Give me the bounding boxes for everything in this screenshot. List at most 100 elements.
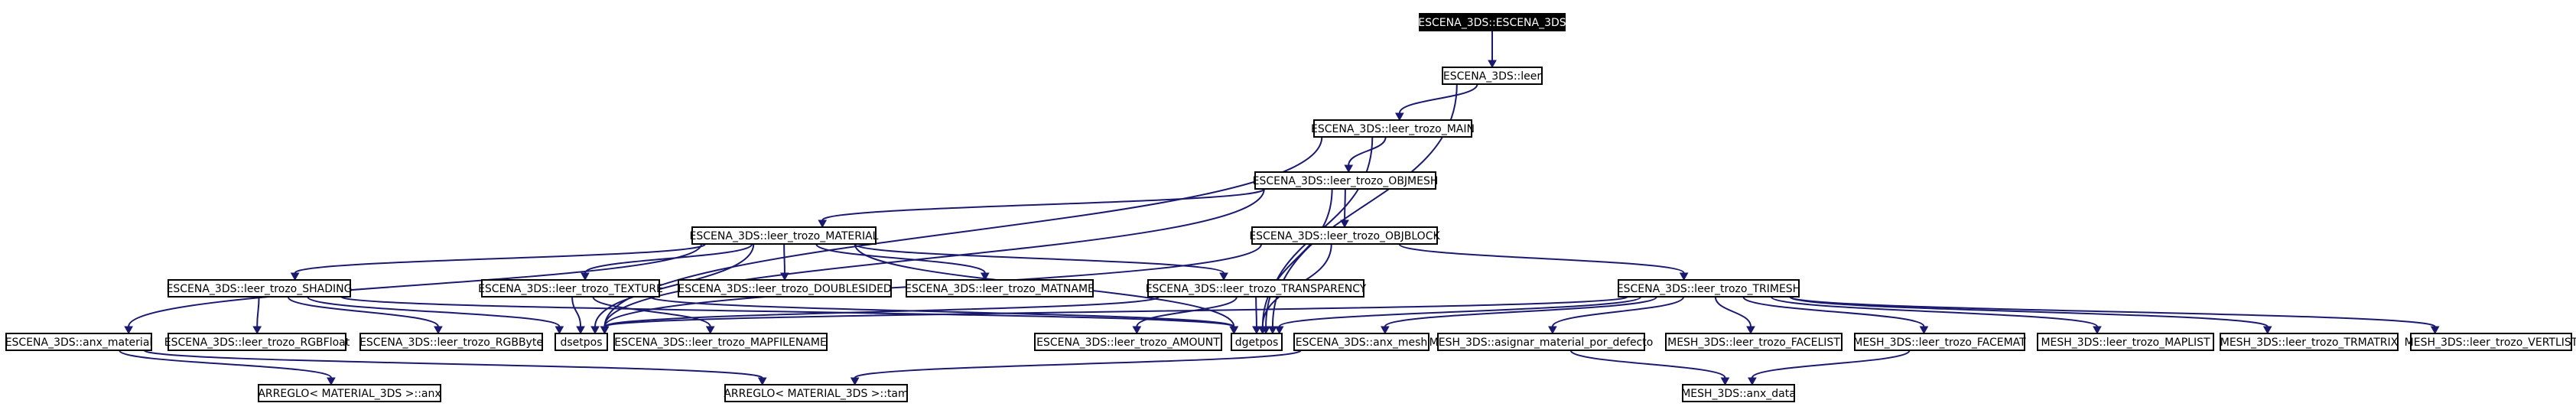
arrowhead-objmesh-to-material [818,220,828,229]
edge-objmesh-to-dsetpos [603,188,1265,327]
svg-text:dgetpos: dgetpos [1235,337,1279,349]
edge-material-to-anx_material [128,243,702,327]
svg-text:ESCENA_3DS::leer_trozo_OBJMESH: ESCENA_3DS::leer_trozo_OBJMESH [1253,175,1439,187]
arrowhead-facemat-to-anx_data [1748,377,1757,386]
node-leer-trozo-rgbbyte[interactable]: ESCENA_3DS::leer_trozo_RGBByte [359,333,543,351]
edge-trimesh-to-dgetpos [1278,296,1642,327]
node-leer-trozo-main[interactable]: ESCENA_3DS::leer_trozo_MAIN [1311,119,1475,138]
svg-text:ESCENA_3DS::leer_trozo_MATNAME: ESCENA_3DS::leer_trozo_MATNAME [905,283,1094,295]
node-escena-3ds-constructor[interactable]: ESCENA_3DS::ESCENA_3DS [1418,13,1566,31]
arrowhead-anx_material-to-arreglo_anx [327,377,336,386]
node-leer-trozo-objblock[interactable]: ESCENA_3DS::leer_trozo_OBJBLOCK [1249,226,1440,245]
edge-main-to-objmesh [1348,136,1387,166]
node-leer-trozo-texture[interactable]: ESCENA_3DS::leer_trozo_TEXTURE [478,279,663,298]
node-asignar-material-por-defecto[interactable]: MESH_3DS::asignar_material_por_defecto [1429,333,1654,351]
node-leer[interactable]: ESCENA_3DS::leer [1442,67,1543,85]
edge-anx_material-to-arreglo_anx [119,350,332,379]
arrowhead-trimesh-to-facelist [1746,326,1755,335]
svg-text:ESCENA_3DS::anx_mesh: ESCENA_3DS::anx_mesh [1296,337,1428,349]
svg-text:ESCENA_3DS::leer_trozo_TEXTURE: ESCENA_3DS::leer_trozo_TEXTURE [478,283,663,295]
edge-material-to-shading [294,243,707,274]
edge-asignar-to-anx_data [1569,350,1726,379]
edge-objmesh-to-dgetpos [1261,188,1333,327]
svg-text:ESCENA_3DS::leer_trozo_DOUBLES: ESCENA_3DS::leer_trozo_DOUBLESIDED [678,283,891,295]
edge-material-to-doublesided [783,243,785,274]
svg-text:MESH_3DS::leer_trozo_VERTLIST: MESH_3DS::leer_trozo_VERTLIST [2405,337,2576,349]
arrowhead-material-to-doublesided [780,272,789,281]
arrowhead-material-to-matname [980,272,990,281]
node-leer-trozo-trimesh[interactable]: ESCENA_3DS::leer_trozo_TRIMESH [1617,279,1800,298]
node-leer-trozo-transparency[interactable]: ESCENA_3DS::leer_trozo_TRANSPARENCY [1146,279,1367,298]
arrowhead-material-to-transparency [1219,272,1228,281]
arrowhead-trimesh-to-maplist [2093,326,2102,335]
node-mesh-leer-trozo-facemat[interactable]: MESH_3DS::leer_trozo_FACEMAT [1853,333,2026,351]
arrowhead-material-to-dsetpos [590,326,600,335]
arrowhead-trimesh-to-asignar [1548,326,1557,335]
edge-shading-to-rgbbyte [287,296,439,327]
edge-objmesh-to-material [821,188,1265,221]
arrowhead-asignar-to-anx_data [1720,377,1730,386]
arrowhead-transparency-to-amount [1132,326,1142,335]
node-leer-trozo-matname[interactable]: ESCENA_3DS::leer_trozo_MATNAME [905,279,1094,298]
node-dsetpos[interactable]: dsetpos [555,333,608,351]
arrowhead-root-to-leer [1488,60,1497,69]
arrowhead-texture-to-dgetpos [1229,326,1239,335]
arrowhead-objblock-to-dgetpos [1257,326,1267,335]
node-mesh-leer-trozo-maplist[interactable]: MESH_3DS::leer_trozo_MAPLIST [2037,333,2214,351]
arrowhead-texture-to-dsetpos [576,326,585,335]
node-mesh-anx-data[interactable]: MESH_3DS::anx_data [1681,384,1796,402]
edge-trimesh-to-asignar [1551,296,1685,327]
arrowhead-shading-to-rgbfloat [252,326,262,335]
svg-text:dsetpos: dsetpos [560,337,602,349]
node-leer-trozo-shading[interactable]: ESCENA_3DS::leer_trozo_SHADING [167,279,353,298]
node-leer-trozo-amount[interactable]: ESCENA_3DS::leer_trozo_AMOUNT [1034,333,1222,351]
node-leer-trozo-objmesh[interactable]: ESCENA_3DS::leer_trozo_OBJMESH [1253,171,1439,190]
arrowhead-material-to-texture [581,272,590,281]
svg-text:ESCENA_3DS::anx_material: ESCENA_3DS::anx_material [5,337,153,349]
arrowhead-anx_mesh-to-arreglo_tam [850,377,860,386]
arrowhead-texture-to-mapfilename [705,326,715,335]
edge-transparency-to-dsetpos [603,296,1160,327]
svg-text:MESH_3DS::asignar_material_por: MESH_3DS::asignar_material_por_defecto [1429,337,1654,349]
arrowhead-trimesh-to-facemat [1919,326,1929,335]
edge-material-to-transparency [854,243,1225,274]
arrowhead-shading-to-rgbbyte [434,326,443,335]
arrowhead-trimesh-to-anx_mesh [1381,326,1390,335]
node-leer-trozo-rgbfloat[interactable]: ESCENA_3DS::leer_trozo_RGBFloat [164,333,350,351]
svg-text:ARREGLO< MATERIAL_3DS >::tam: ARREGLO< MATERIAL_3DS >::tam [724,388,908,400]
svg-text:ESCENA_3DS::leer_trozo_RGBByte: ESCENA_3DS::leer_trozo_RGBByte [359,337,543,349]
node-dgetpos[interactable]: dgetpos [1231,333,1283,351]
arrowhead-trimesh-to-dsetpos [600,326,610,335]
node-leer-trozo-doublesided[interactable]: ESCENA_3DS::leer_trozo_DOUBLESIDED [678,279,892,298]
svg-text:ESCENA_3DS::leer_trozo_TRIMESH: ESCENA_3DS::leer_trozo_TRIMESH [1617,283,1800,295]
node-arreglo-tam[interactable]: ARREGLO< MATERIAL_3DS >::tam [724,384,909,402]
edge-material-to-texture [584,243,753,274]
node-anx-material[interactable]: ESCENA_3DS::anx_material [5,333,153,351]
arrowhead-material-to-shading [290,272,300,281]
edge-trimesh-to-trmatrix [1789,296,2269,327]
node-mesh-leer-trozo-trmatrix[interactable]: MESH_3DS::leer_trozo_TRMATRIX [2220,333,2399,351]
arrowhead-leer-to-dgetpos [1268,326,1277,335]
node-anx-mesh[interactable]: ESCENA_3DS::anx_mesh [1293,333,1429,351]
edge-material-to-dsetpos [594,243,755,327]
edge-trimesh-to-anx_mesh [1384,296,1657,327]
edge-shading-to-dgetpos [340,296,1235,327]
arrowhead-shading-to-dsetpos [555,326,564,335]
svg-text:ESCENA_3DS::leer_trozo_OBJBLOC: ESCENA_3DS::leer_trozo_OBJBLOCK [1249,230,1440,242]
svg-text:MESH_3DS::leer_trozo_FACEMAT: MESH_3DS::leer_trozo_FACEMAT [1853,337,2026,349]
svg-text:ARREGLO< MATERIAL_3DS >::anx: ARREGLO< MATERIAL_3DS >::anx [258,388,441,400]
edge-texture-to-dgetpos [649,296,1235,327]
node-arreglo-anx[interactable]: ARREGLO< MATERIAL_3DS >::anx [258,384,441,402]
arrowhead-objblock-to-trimesh [1679,272,1689,281]
node-mesh-leer-trozo-facelist[interactable]: MESH_3DS::leer_trozo_FACELIST [1665,333,1843,351]
node-mesh-leer-trozo-vertlist[interactable]: MESH_3DS::leer_trozo_VERTLIST [2405,333,2576,351]
edge-anx_mesh-to-arreglo_tam [854,350,1302,379]
svg-text:ESCENA_3DS::leer_trozo_SHADING: ESCENA_3DS::leer_trozo_SHADING [167,283,353,295]
node-leer-trozo-mapfilename[interactable]: ESCENA_3DS::leer_trozo_MAPFILENAME [613,333,828,351]
arrowhead-anx_material-to-arreglo_tam [757,377,767,386]
edge-leer-to-main [1398,83,1478,114]
arrowhead-trimesh-to-vertlist [2430,326,2440,335]
node-leer-trozo-material[interactable]: ESCENA_3DS::leer_trozo_MATERIAL [690,226,879,245]
edge-trimesh-to-facelist [1714,296,1751,327]
edge-texture-to-dsetpos [571,296,582,327]
